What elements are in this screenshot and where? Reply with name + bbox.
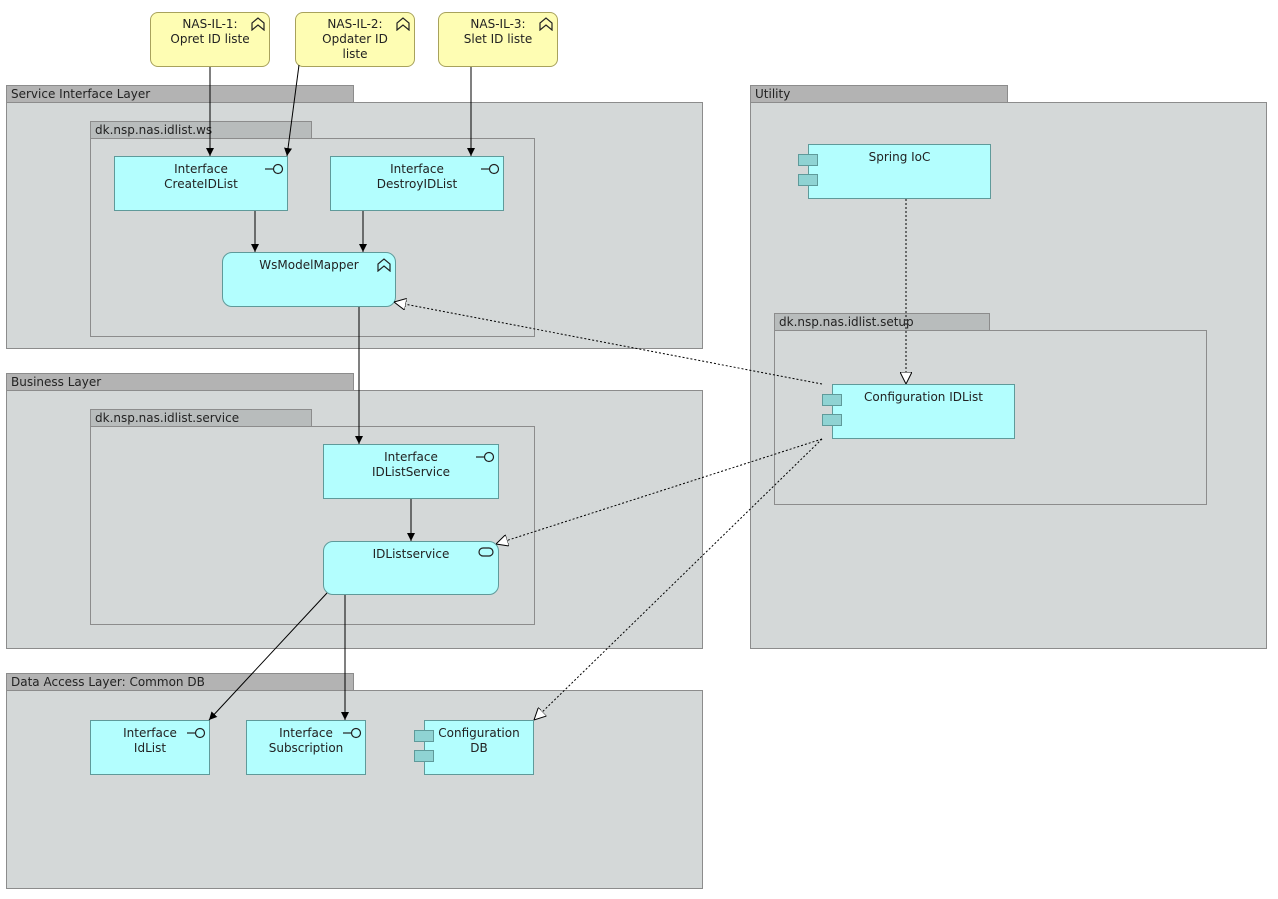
node-label: Interface <box>279 726 333 740</box>
requirement-id: NAS-IL-2: <box>327 17 383 31</box>
layer-tab-business[interactable]: Business Layer <box>6 373 354 390</box>
node-label: DB <box>470 741 488 755</box>
node-label: Subscription <box>268 741 344 755</box>
node-label: IDListService <box>371 465 451 479</box>
component-configuration-db[interactable]: Configuration DB <box>424 720 534 775</box>
component-tab-icon <box>822 394 842 406</box>
interface-icon <box>265 163 284 175</box>
node-label: Interface <box>174 162 228 176</box>
node-label: Interface <box>384 450 438 464</box>
function-icon <box>396 17 410 31</box>
layer-tab-data-access[interactable]: Data Access Layer: Common DB <box>6 673 354 690</box>
requirement-nas-il-3[interactable]: NAS-IL-3: Slet ID liste <box>438 12 558 67</box>
function-icon <box>251 17 265 31</box>
component-configuration-idlist[interactable]: Configuration IDList <box>832 384 1015 439</box>
node-label: WsModelMapper <box>259 258 359 272</box>
requirement-nas-il-1[interactable]: NAS-IL-1: Opret ID liste <box>150 12 270 67</box>
layer-tab-service-interface[interactable]: Service Interface Layer <box>6 85 354 102</box>
interface-icon <box>343 727 362 739</box>
interface-idlist[interactable]: Interface IdList <box>90 720 210 775</box>
package-tab-ws[interactable]: dk.nsp.nas.idlist.ws <box>90 121 312 138</box>
interface-destroy-idlist[interactable]: Interface DestroyIDList <box>330 156 504 211</box>
layer-tab-utility[interactable]: Utility <box>750 85 1008 102</box>
node-label: IdList <box>133 741 167 755</box>
requirement-id: NAS-IL-3: <box>470 17 526 31</box>
package-tab-setup[interactable]: dk.nsp.nas.idlist.setup <box>774 313 990 330</box>
service-idlistservice[interactable]: IDListservice <box>323 541 499 595</box>
requirement-text: Slet ID liste <box>463 32 533 46</box>
interface-create-idlist[interactable]: Interface CreateIDList <box>114 156 288 211</box>
requirement-text: Opret ID liste <box>170 32 250 46</box>
function-ws-model-mapper[interactable]: WsModelMapper <box>222 252 396 307</box>
connector-config-mapper <box>394 302 823 385</box>
node-label: Spring IoC <box>868 150 931 164</box>
component-spring-ioc[interactable]: Spring IoC <box>808 144 991 199</box>
node-label: Configuration <box>438 726 520 740</box>
component-tab-icon <box>414 730 434 742</box>
component-tab-icon <box>414 750 434 762</box>
interface-icon <box>481 163 500 175</box>
requirement-nas-il-2[interactable]: NAS-IL-2: Opdater ID liste <box>295 12 415 67</box>
function-icon <box>539 17 553 31</box>
node-label: DestroyIDList <box>376 177 458 191</box>
service-icon <box>478 547 494 557</box>
interface-icon <box>187 727 206 739</box>
node-label: CreateIDList <box>164 177 238 191</box>
connector-config-db <box>534 438 823 720</box>
component-tab-icon <box>822 414 842 426</box>
requirement-text: Opdater ID <box>322 32 388 46</box>
node-label: IDListservice <box>372 547 450 561</box>
interface-idlist-service[interactable]: Interface IDListService <box>323 444 499 499</box>
requirement-id: NAS-IL-1: <box>182 17 238 31</box>
node-label: Interface <box>123 726 177 740</box>
connector-config-service <box>496 438 823 544</box>
package-tab-service[interactable]: dk.nsp.nas.idlist.service <box>90 409 312 426</box>
component-tab-icon <box>798 174 818 186</box>
node-label: Configuration IDList <box>864 390 983 404</box>
component-tab-icon <box>798 154 818 166</box>
function-icon <box>377 258 391 272</box>
connector-req2-create <box>284 64 300 157</box>
connector-service-idlist <box>208 592 328 721</box>
requirement-text-cont: liste <box>342 47 368 61</box>
interface-icon <box>476 451 495 463</box>
node-label: Interface <box>390 162 444 176</box>
interface-subscription[interactable]: Interface Subscription <box>246 720 366 775</box>
